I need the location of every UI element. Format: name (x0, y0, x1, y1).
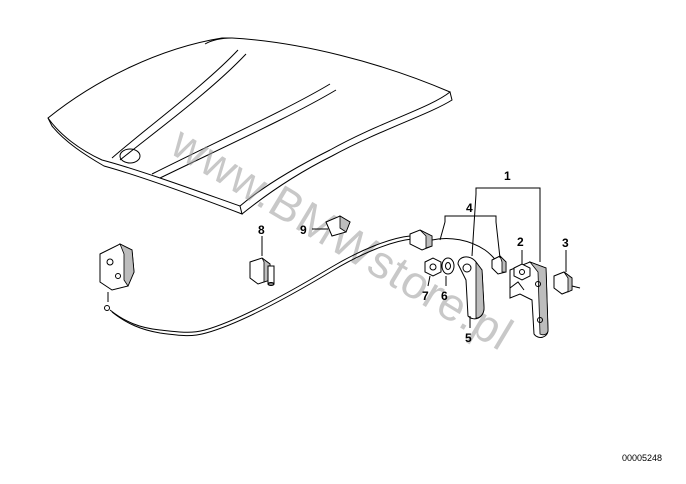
callout-5: 5 (465, 331, 472, 345)
cable-fitting (409, 229, 433, 251)
part-8-cable-holder (249, 236, 275, 286)
part-2-bolt (513, 250, 531, 281)
part-6-bushing (441, 257, 455, 286)
callout-2: 2 (517, 235, 524, 249)
callout-1: 1 (504, 169, 511, 183)
watermark-text: www.BMWstore.pl (162, 115, 522, 360)
part-7-nut (424, 257, 442, 287)
callout-4: 4 (466, 201, 473, 215)
diagram-part-number: 00005248 (622, 453, 662, 463)
hood-hole (119, 148, 141, 164)
callout-3: 3 (562, 236, 569, 250)
part-3-clip (553, 250, 581, 295)
callout-8: 8 (258, 223, 265, 237)
hood-panel (47, 37, 453, 215)
callout-7: 7 (422, 289, 429, 303)
part-9-clip (312, 215, 351, 237)
part-1-mounting-bracket (509, 261, 549, 338)
hood-lock-left (99, 243, 135, 311)
callout-6: 6 (441, 289, 448, 303)
part-4-cable-end (491, 255, 507, 275)
part-5-release-lever (457, 256, 485, 328)
callout-9: 9 (300, 223, 307, 237)
release-cable (109, 235, 411, 333)
